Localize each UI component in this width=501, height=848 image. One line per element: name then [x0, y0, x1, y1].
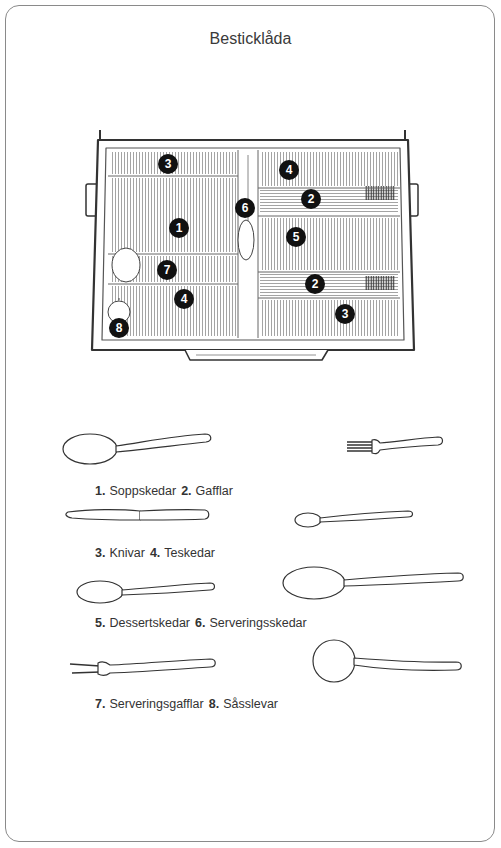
callout-text: 4	[181, 293, 188, 305]
callout-number: 2	[301, 189, 321, 209]
callout-number: 1	[169, 218, 189, 238]
item-name: Soppskedar	[109, 484, 176, 498]
callout-text: 5	[293, 231, 300, 243]
callout-text: 3	[342, 308, 349, 320]
callout-text: 8	[116, 322, 123, 334]
caption-row: 3. Knivar 4. Teskedar	[95, 546, 220, 560]
item-name: Knivar	[109, 546, 144, 560]
callout-number: 5	[286, 227, 306, 247]
item-name: Teskedar	[164, 546, 215, 560]
caption-row: 1. Soppskedar 2. Gafflar	[95, 484, 238, 498]
callout-number: 8	[109, 318, 129, 338]
basket	[86, 130, 418, 360]
item-name: Gafflar	[196, 484, 233, 498]
callout-text: 3	[165, 158, 172, 170]
item-number: 1.	[95, 484, 105, 498]
callout-number: 4	[174, 289, 194, 309]
item-number: 2.	[181, 484, 191, 498]
callout-text: 2	[312, 278, 319, 290]
callout-text: 7	[164, 264, 171, 276]
callout-text: 6	[242, 202, 249, 214]
page-frame	[5, 5, 495, 842]
callout-text: 4	[286, 164, 293, 176]
callout-number: 3	[335, 304, 355, 324]
cutlery-rows	[110, 152, 398, 336]
item-number: 5.	[95, 616, 105, 630]
serving-pieces	[108, 155, 254, 323]
item-name: Såsslevar	[223, 697, 278, 711]
caption-row: 7. Serveringsgafflar 8. Såsslevar	[95, 697, 283, 711]
item-number: 8.	[209, 697, 219, 711]
callout-text: 1	[176, 222, 183, 234]
item-name: Serveringsskedar	[209, 616, 306, 630]
callout-number: 4	[279, 160, 299, 180]
item-number: 6.	[195, 616, 205, 630]
item-name: Dessertskedar	[109, 616, 190, 630]
callout-number: 7	[157, 260, 177, 280]
cutlery-drawings	[63, 434, 463, 682]
caption-row: 5. Dessertskedar 6. Serveringsskedar	[95, 616, 312, 630]
callout-number: 3	[158, 154, 178, 174]
callout-number: 2	[305, 274, 325, 294]
callout-text: 2	[308, 193, 315, 205]
diagram-title: Besticklåda	[0, 30, 501, 48]
item-number: 3.	[95, 546, 105, 560]
basket-dividers	[108, 150, 400, 338]
item-number: 7.	[95, 697, 105, 711]
item-name: Serveringsgafflar	[109, 697, 203, 711]
item-number: 4.	[150, 546, 160, 560]
callout-number: 6	[235, 198, 255, 218]
